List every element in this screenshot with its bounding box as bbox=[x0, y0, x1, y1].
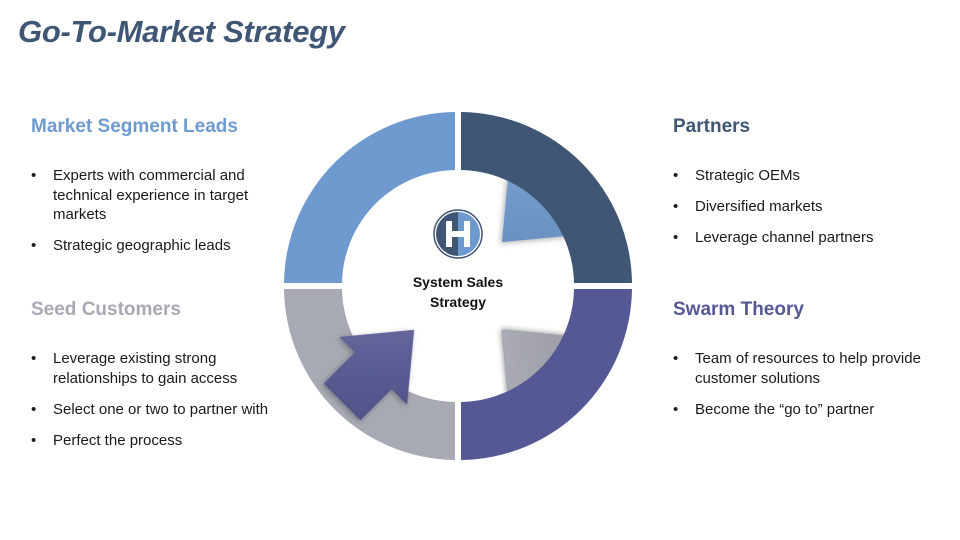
partners-section: Partners • Strategic OEMs • Diversified ma… bbox=[673, 116, 923, 259]
list-item-text: Team of resources to help provide custom… bbox=[695, 350, 921, 387]
seed-customers-heading: Seed Customers bbox=[31, 299, 181, 320]
partners-list: • Strategic OEMs • Diversified markets • Le… bbox=[673, 166, 923, 248]
list-item: • Strategic geographic leads bbox=[31, 236, 271, 256]
bullet-icon: • bbox=[31, 400, 37, 418]
list-item-text: Become the “go to” partner bbox=[695, 400, 875, 418]
list-item-text: Select one or two to partner with bbox=[53, 400, 269, 418]
list-item: • Team of resources to help provide custo… bbox=[673, 349, 923, 388]
bullet-icon: • bbox=[673, 350, 679, 367]
bullet-icon: • bbox=[673, 198, 679, 215]
swarm-theory-list: • Team of resources to help provide custo… bbox=[673, 349, 923, 419]
list-item: • Leverage existing strong relationships … bbox=[31, 349, 271, 388]
list-item: • Perfect the process bbox=[31, 431, 271, 451]
list-item: • Select one or two to partner with bbox=[31, 400, 271, 420]
seed-customers-list: • Leverage existing strong relationships … bbox=[31, 349, 271, 450]
list-item: • Leverage channel partners bbox=[673, 228, 923, 248]
strategy-cycle-diagram bbox=[284, 112, 632, 460]
market-segment-leads-section: Market Segment Leads • Experts with comme… bbox=[31, 116, 271, 267]
arrow-bottom-right-highlight bbox=[323, 329, 415, 421]
list-item-text: Experts with commercial and technical ex… bbox=[53, 167, 249, 223]
bullet-icon: • bbox=[673, 400, 679, 418]
list-item-text: Strategic OEMs bbox=[695, 167, 801, 184]
list-item-text: Perfect the process bbox=[53, 431, 183, 449]
market-segment-leads-list: • Experts with commercial and technical e… bbox=[31, 166, 271, 256]
bullet-icon: • bbox=[31, 237, 37, 254]
center-label: System Sales Strategy bbox=[376, 272, 540, 312]
quadrant-ring-bottom-right bbox=[461, 289, 632, 460]
list-item: • Diversified markets bbox=[673, 197, 923, 217]
page-title: Go-To-Market Strategy bbox=[18, 14, 345, 49]
seed-customers-section: Seed Customers • Leverage existing strong… bbox=[31, 299, 271, 462]
center-label-line2: Strategy bbox=[429, 294, 487, 310]
bullet-icon: • bbox=[31, 167, 37, 184]
partners-heading: Partners bbox=[673, 116, 751, 137]
list-item-text: Diversified markets bbox=[695, 198, 823, 215]
bullet-icon: • bbox=[31, 431, 37, 449]
list-item: • Become the “go to” partner bbox=[673, 400, 923, 420]
h-logo-icon bbox=[433, 209, 483, 259]
bullet-icon: • bbox=[31, 350, 37, 367]
quadrant-ring-top-right bbox=[461, 112, 632, 283]
list-item: • Strategic OEMs bbox=[673, 166, 923, 186]
market-segment-leads-heading: Market Segment Leads bbox=[31, 116, 238, 137]
center-label-line1: System Sales bbox=[412, 274, 504, 290]
list-item-text: Leverage channel partners bbox=[695, 229, 874, 246]
quadrant-ring-top-left bbox=[284, 112, 455, 283]
swarm-theory-heading: Swarm Theory bbox=[673, 299, 804, 320]
list-item: • Experts with commercial and technical e… bbox=[31, 166, 271, 225]
list-item-text: Strategic geographic leads bbox=[53, 237, 231, 254]
quadrant-bottom-right bbox=[323, 289, 632, 460]
list-item-text: Leverage existing strong relationships t… bbox=[53, 350, 238, 387]
bullet-icon: • bbox=[673, 167, 679, 184]
bullet-icon: • bbox=[673, 229, 679, 246]
swarm-theory-section: Swarm Theory • Team of resources to help … bbox=[673, 299, 923, 431]
